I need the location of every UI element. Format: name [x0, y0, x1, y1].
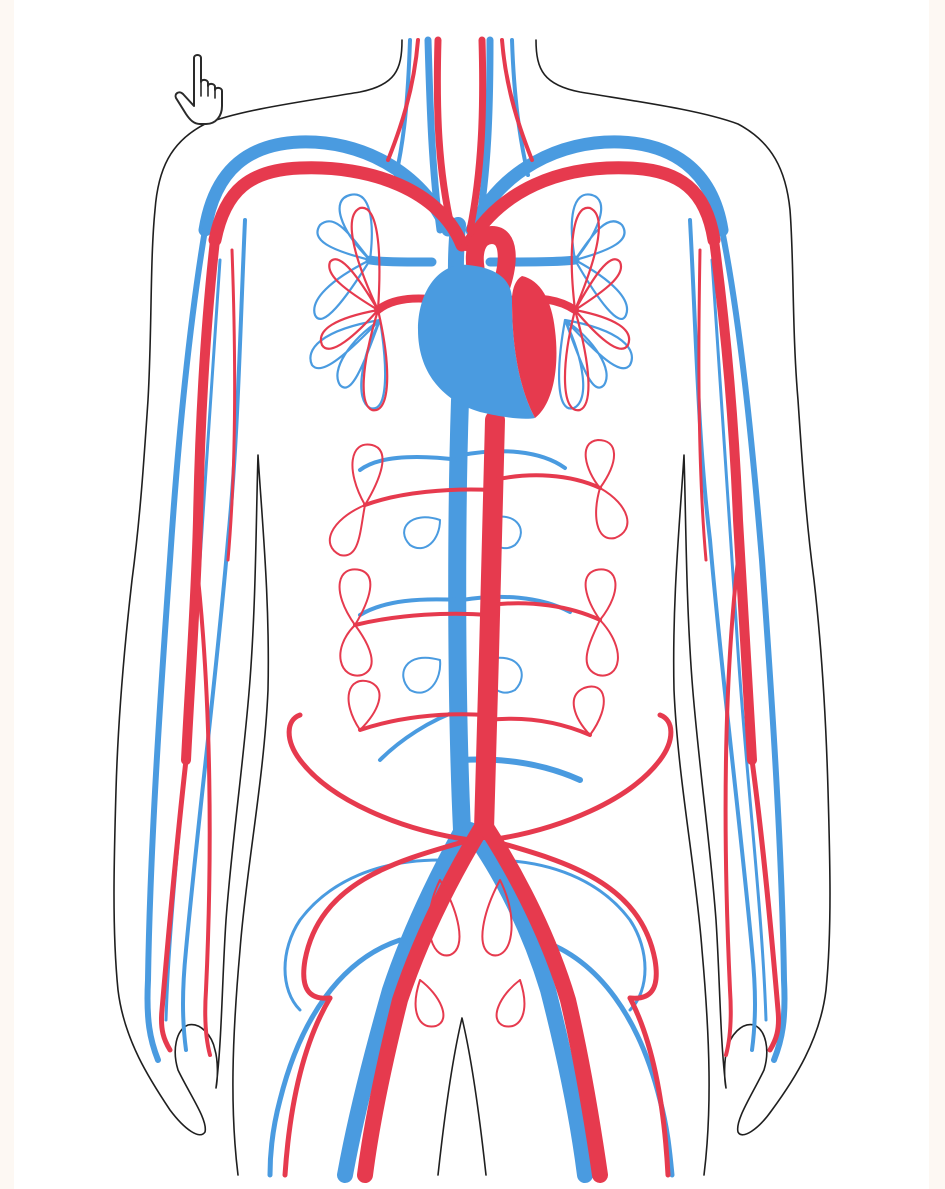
abdominal-artery-right-3 — [488, 719, 590, 735]
lung-capillaries-right-arteries — [565, 208, 629, 410]
neck-vein-outer-left — [396, 40, 410, 175]
ulnar-artery-left — [196, 560, 210, 1055]
arm-artery-right-thin — [699, 250, 706, 560]
abdominal-vein-right-1 — [462, 451, 565, 468]
abdominal-artery-right-2 — [490, 603, 600, 620]
hand-pointer-cursor-icon — [170, 52, 236, 128]
veins — [147, 40, 784, 1175]
abdominal-artery-left-2 — [355, 614, 490, 625]
abdominal-vein-left-1 — [360, 457, 460, 470]
abdominal-artery-right-1 — [494, 475, 600, 488]
crotch-outline — [438, 1018, 486, 1175]
lung-capillaries-right-veins — [559, 194, 632, 408]
brachial-artery-right — [714, 240, 752, 760]
leg-artery-right-outer — [630, 998, 668, 1175]
subclavian-artery-left — [215, 168, 462, 245]
groin-artery-loops — [416, 880, 525, 1027]
heart-icon — [418, 265, 556, 419]
body-outline-left — [114, 40, 402, 1175]
abdominal-artery-left-1 — [365, 490, 492, 505]
